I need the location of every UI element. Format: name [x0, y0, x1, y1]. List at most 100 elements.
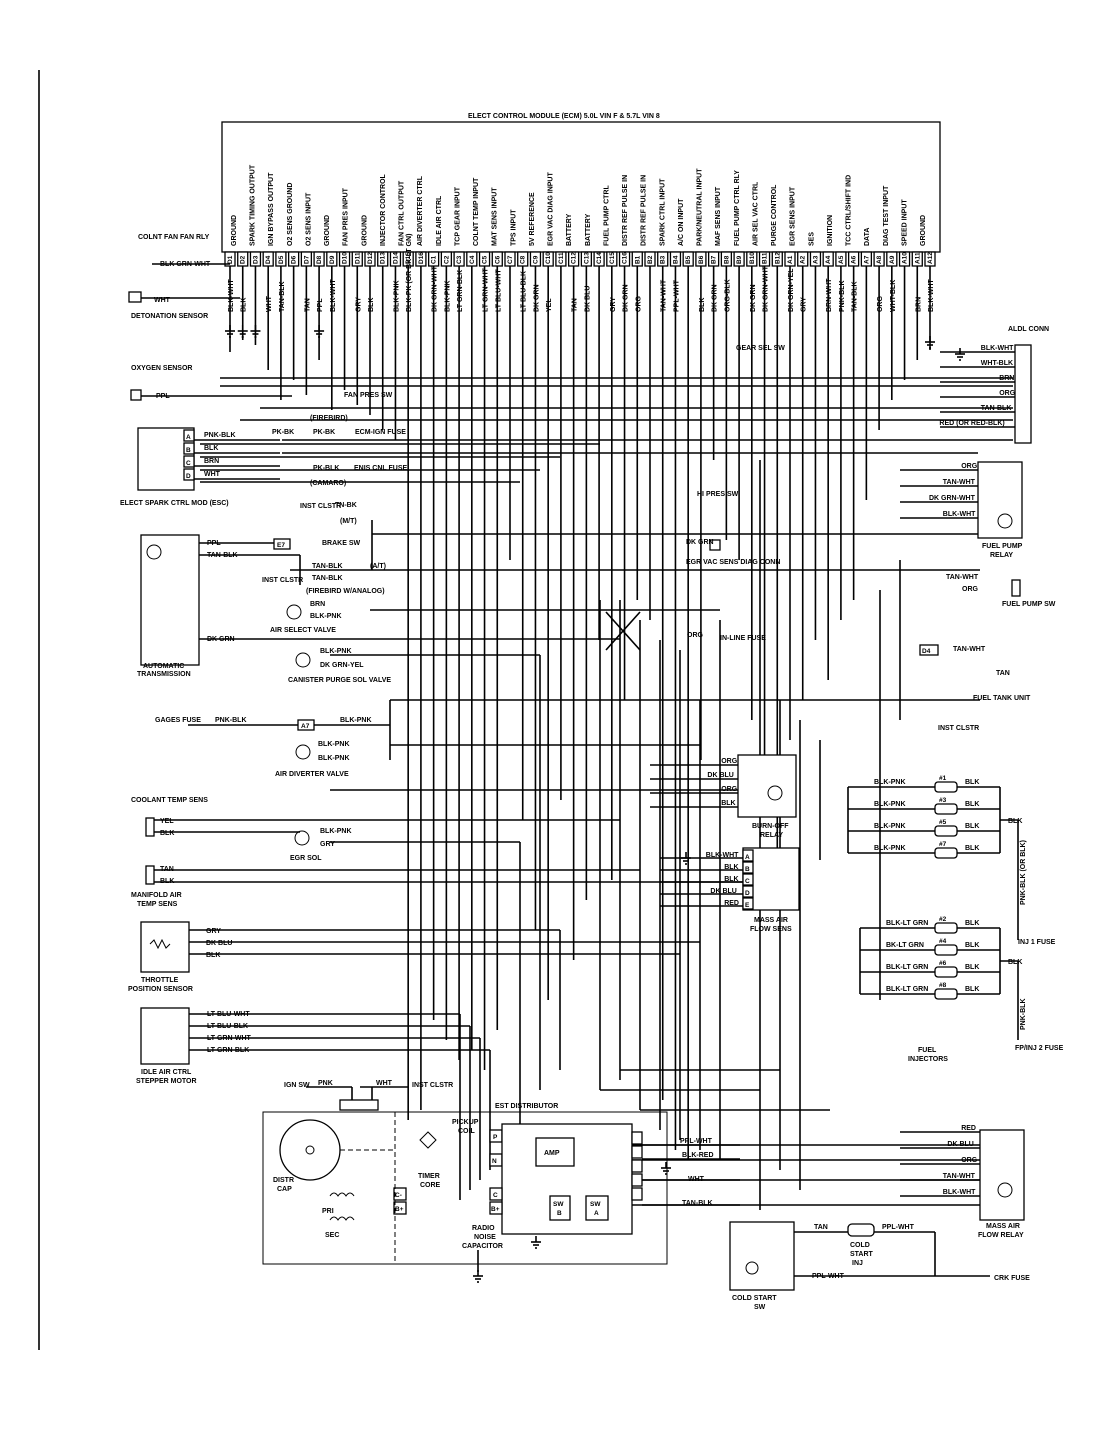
ecm-function-label: EGR VAC DIAG INPUT [548, 172, 555, 246]
ecm-ign-fuse: ECM-IGN FUSE [355, 429, 406, 436]
ecm-wire-label: ORG [877, 296, 884, 313]
cold-inj-2: START [850, 1251, 874, 1258]
injector-body [934, 922, 958, 934]
distr-center [305, 1145, 315, 1155]
injector-id: #8 [939, 982, 947, 989]
injector-body [934, 966, 958, 978]
splice-cross [605, 611, 641, 651]
cold-inj-3: INJ [852, 1260, 863, 1267]
ecm-function-label: GROUND [324, 215, 331, 246]
e7-connector [273, 538, 291, 550]
gages-wire: PNK-BLK [215, 717, 247, 724]
distr-cap-1: DISTR [273, 1177, 294, 1184]
ecm-pin-C11: C11 [558, 252, 565, 264]
fpr-wire-label: DK GRN-WHT [929, 495, 976, 502]
coolant-fan-relay: COLNT FAN FAN RLY BLK GRN-WHT [138, 234, 230, 268]
ecm-function-label: IGNITION [827, 215, 834, 246]
injector-out-label: BLK [965, 801, 979, 808]
maf-pin-B: B [745, 866, 750, 873]
maf-wire-label: BLK [724, 876, 738, 883]
ecm-module: ELECT CONTROL MODULE (ECM) 5.0L VIN F & … [221, 113, 941, 1160]
aldl-wire-label: BRN [999, 375, 1014, 382]
ign-sw: IGN SW [284, 1082, 310, 1089]
b-pin [489, 1201, 503, 1215]
ecm-wire-label: ORG [635, 296, 642, 313]
injector-label-1: FUEL [918, 1047, 937, 1054]
mafr-label-2: FLOW RELAY [978, 1232, 1024, 1239]
ecm-wire-label: LT BLU-WHT [495, 269, 502, 312]
air-select-coil [286, 604, 302, 620]
maf-pin-box [742, 849, 754, 862]
inj1-fuse: INJ 1 FUSE [1018, 939, 1056, 946]
gear-sel-sw: GEAR SEL SW [736, 345, 785, 352]
timer-2: CORE [420, 1182, 441, 1189]
canister-w1: BLK-PNK [320, 648, 352, 655]
ecm-pin-B10: B10 [749, 252, 756, 264]
tps-w2: DK BLU [206, 940, 232, 947]
maf-wire-label: BLK-WHT [706, 852, 739, 859]
trans-label-2: TRANSMISSION [137, 671, 191, 678]
sw-b-2: B [557, 1210, 562, 1217]
ecm-function-label: PARK/NEUTRAL INPUT [697, 168, 704, 246]
coolant-temp-label: COOLANT TEMP SENS [131, 797, 208, 804]
egr-label: EGR SOL [290, 855, 322, 862]
injector-riser-2: PNK-BLK [1020, 999, 1027, 1031]
ecm-pin-A2: A2 [800, 255, 807, 264]
bor-label-2: RELAY [760, 832, 783, 839]
ecm-pin-B3: B3 [660, 255, 667, 264]
amp-box [535, 1137, 575, 1167]
distributor-outline [262, 1111, 668, 1265]
dist-out-2: BLK-RED [682, 1152, 714, 1159]
fuel-injectors: FUEL INJECTORS BLK-PNK#1BLKBLK-PNK#3BLKB… [847, 775, 1064, 1063]
distributor-label: EST DISTRIBUTOR [495, 1103, 558, 1110]
bor-wire-label: ORG [721, 786, 738, 793]
coolant-w2: BLK [160, 830, 174, 837]
ecm-pin-A4: A4 [825, 255, 832, 264]
fpr-label-2: RELAY [990, 552, 1013, 559]
iac-w1: LT BLU-WHT [207, 1011, 250, 1018]
firebird-label: (FIREBIRD) [310, 415, 348, 422]
pk-bk-1: PK-BK [272, 429, 294, 436]
mafr-wire-label: ORG [961, 1157, 978, 1164]
ecm-wire-label: TAN-WHT [661, 279, 668, 312]
ecm-pin-B4: B4 [672, 255, 679, 264]
ecm-pin-C3: C3 [456, 255, 463, 264]
ecm-function-label: AIR DIVERTER CTRL [417, 175, 424, 246]
ecm-pin-C1: C1 [431, 255, 438, 264]
ecm-pin-D13: D13 [380, 252, 387, 264]
ecm-pin-B9: B9 [736, 255, 743, 264]
ign-connector [339, 1099, 379, 1111]
radio-3: CAPACITOR [462, 1243, 503, 1250]
detonation-sensor: WHT DETONATION SENSOR [128, 291, 240, 320]
pickup-1: PICKUP [452, 1119, 479, 1126]
ecm-wire-label: DK GRN-WHT [432, 265, 439, 312]
tn-bk-label: TN-BK [335, 502, 357, 509]
ecm-wire-label: GRY [801, 297, 808, 312]
esc-wire-label: BRN [204, 458, 219, 465]
b-plus-pin [393, 1201, 407, 1215]
ecm-wire-label: DK GRN [533, 284, 540, 312]
ecm-pin-C6: C6 [494, 255, 501, 264]
ecm-pin-C13: C13 [583, 252, 590, 264]
esc-pin-box [183, 455, 195, 468]
ecm-function-label: O2 SENS INPUT [305, 192, 312, 246]
esc-pin-box [183, 429, 195, 442]
ecm-function-label: SES [808, 232, 815, 246]
ecm-wire-label: BLK [241, 298, 248, 312]
air-diverter-w1: BLK-PNK [318, 741, 350, 748]
fps-body [1011, 579, 1021, 597]
injector-feed-label: BLK-LT GRN [886, 986, 928, 993]
esc-pin-A: A [186, 434, 191, 441]
ecm-function-label: SPARK CTRL INPUT [659, 178, 666, 246]
injector-out-label: BLK [965, 779, 979, 786]
inline-fuse: ORG IN-LINE FUSE [687, 632, 766, 642]
enis-fuse: ENIS CNL FUSE [354, 465, 407, 472]
ecm-pin-C5: C5 [482, 255, 489, 264]
ecm-function-label: BATTERY [585, 213, 592, 246]
e7-label: E7 [277, 542, 285, 549]
ecm-wire-label: BLK [368, 298, 375, 312]
